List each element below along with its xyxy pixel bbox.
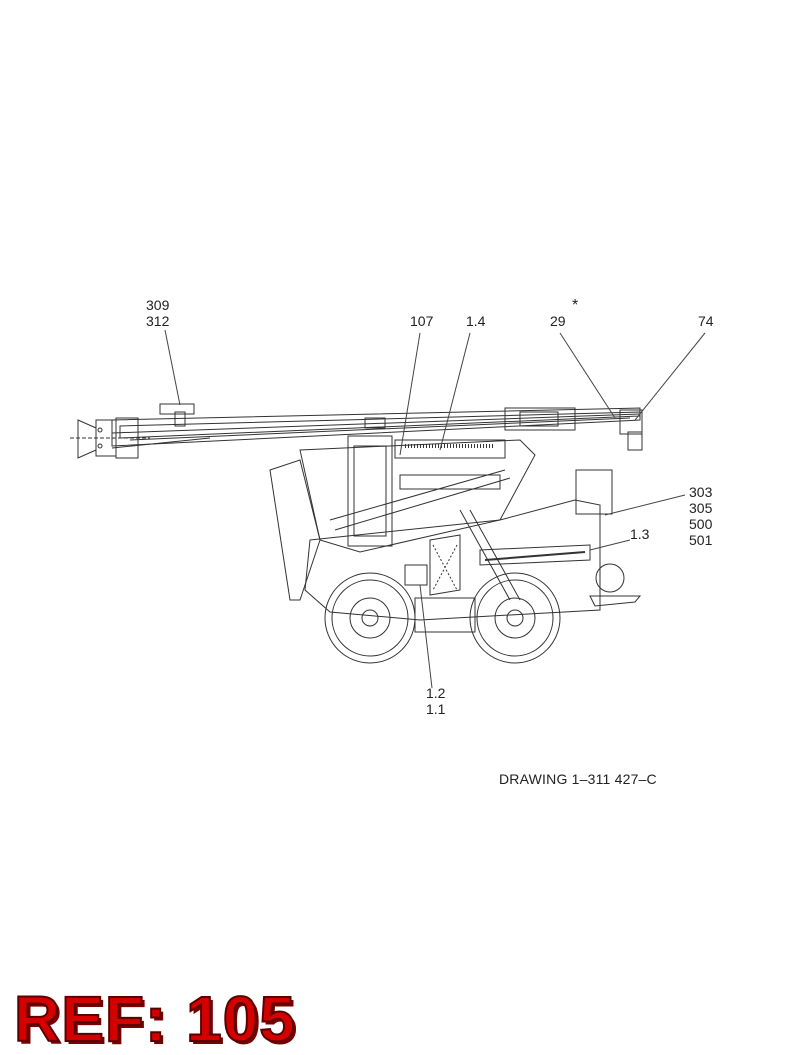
callout-1-3: 1.3 — [630, 526, 650, 542]
boom-cylinder — [347, 435, 506, 547]
callout-29-asterisk: * — [572, 297, 579, 314]
callout-1-2-1-1: 1.2 1.1 — [426, 685, 446, 717]
drawing-number: DRAWING 1–311 427–C — [499, 771, 657, 787]
boom-arm — [269, 439, 536, 601]
drill-head — [70, 417, 211, 459]
rear-wheel — [324, 572, 416, 664]
callout-303-305-500-501: 303 305 500 501 — [689, 484, 713, 548]
callout-1-4: 1.4 — [466, 313, 486, 329]
callout-29: 29 — [550, 313, 566, 329]
leader-lines — [164, 329, 706, 689]
callout-309-312: 309 312 — [146, 297, 170, 329]
front-wheel — [469, 572, 561, 664]
feed-boom — [111, 403, 643, 451]
callout-74: 74 — [698, 313, 714, 329]
carrier-body — [304, 469, 642, 633]
ref-label: REF: 105 — [13, 983, 296, 1055]
callout-107: 107 — [410, 313, 434, 329]
